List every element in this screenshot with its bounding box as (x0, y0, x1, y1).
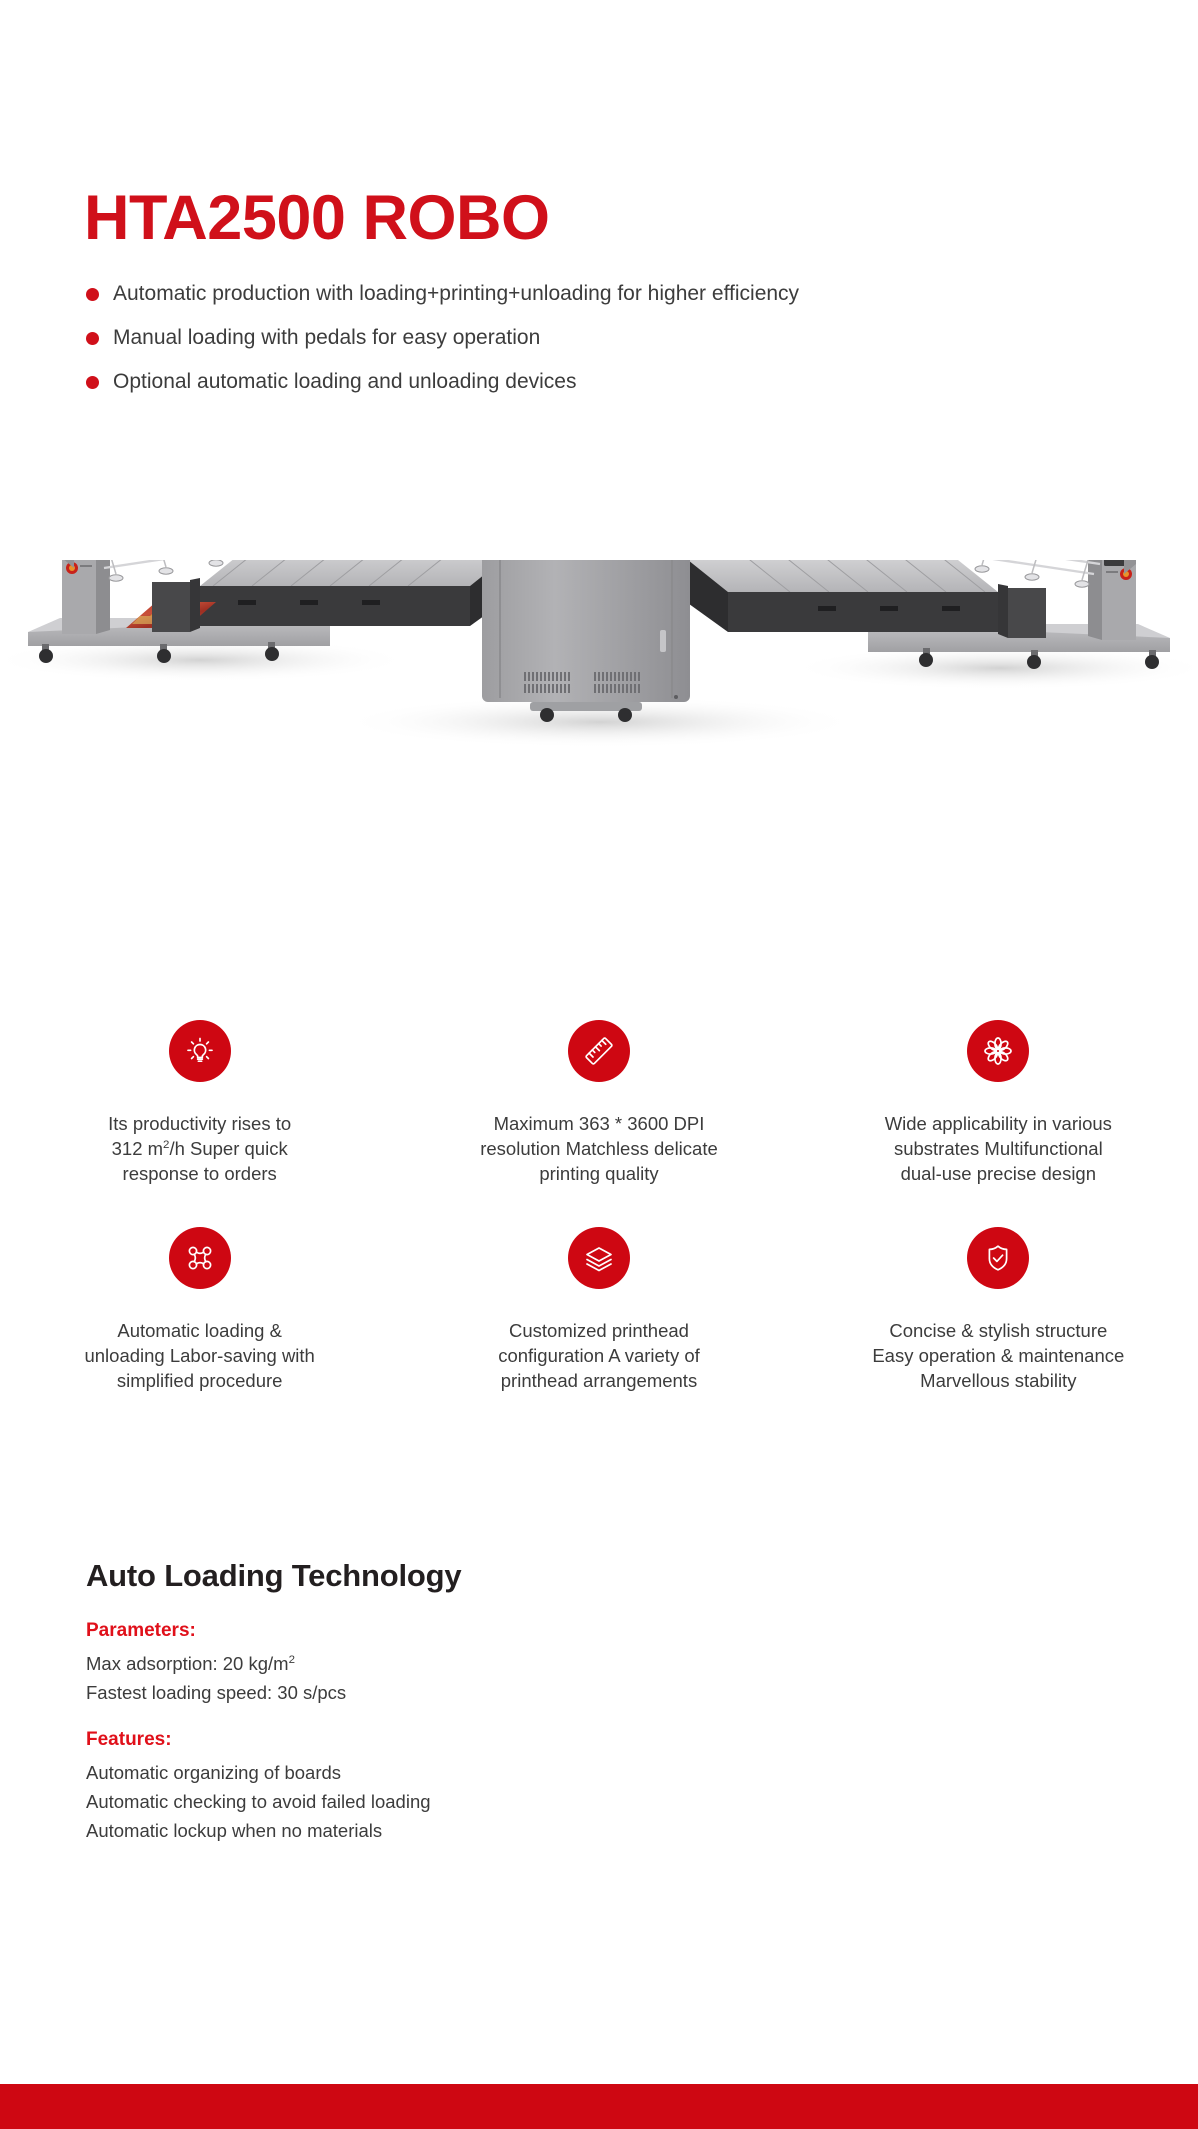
flower-icon (984, 1037, 1013, 1065)
lightbulb-icon (186, 1037, 213, 1063)
feature-line-2-pre: substrates Multifunctional (893, 1137, 1103, 1159)
feature-line-2-pre: unloading Labor-saving with (84, 1344, 315, 1366)
feature-icon-circle (567, 1020, 630, 1082)
feature-grid: Its productivity rises to 312 m2/h Super… (0, 1020, 1198, 1394)
feature-line-3: dual-use precise design (900, 1162, 1097, 1184)
feature-row-1: Its productivity rises to 312 m2/h Super… (0, 1020, 1198, 1187)
feature-icon-circle (967, 1226, 1030, 1289)
parameter-line: Fastest loading speed: 30 s/pcs (86, 1679, 986, 1708)
suction-frame-icon (188, 1246, 212, 1270)
feature-line-2-pre: resolution Matchless delicate (480, 1137, 718, 1159)
feature-card-auto-loading: Automatic loading & unloading Labor-savi… (0, 1226, 399, 1394)
bullet-dot-icon (86, 331, 99, 345)
parameter-superscript: 2 (288, 1653, 295, 1666)
feature-description: Automatic loading & unloading Labor-savi… (84, 1319, 314, 1394)
feature-description: Customized printhead configuration A var… (498, 1319, 700, 1394)
feature-icon-circle (967, 1020, 1030, 1082)
shield-check-icon (988, 1245, 1008, 1271)
feature-description: Maximum 363 * 3600 DPI resolution Matchl… (480, 1112, 718, 1187)
feature-line-3: printing quality (539, 1162, 659, 1184)
feature-card-printhead: Customized printhead configuration A var… (399, 1226, 798, 1394)
center-printer-body (482, 560, 690, 722)
feature-line: Automatic lockup when no materials (86, 1819, 383, 1841)
feature-card-applicability: Wide applicability in various substrates… (799, 1020, 1198, 1187)
feature-card-resolution: Maximum 363 * 3600 DPI resolution Matchl… (399, 1020, 798, 1187)
feature-line-1: Automatic loading & (117, 1319, 282, 1341)
list-item: Optional automatic loading and unloading… (86, 360, 1066, 404)
feature-line-3: response to orders (122, 1162, 277, 1184)
page-title: HTA2500 ROBO (84, 183, 550, 254)
bullet-dot-icon (86, 375, 99, 389)
bullet-label: Automatic production with loading+printi… (113, 282, 800, 306)
feature-line-1: Concise & stylish structure (889, 1319, 1108, 1341)
ruler-icon (585, 1037, 613, 1065)
machine-illustration (0, 560, 1198, 748)
feature-icon-circle (168, 1020, 231, 1082)
feature-description: Concise & stylish structure Easy operati… (872, 1319, 1124, 1394)
feature-line-1: Maximum 363 * 3600 DPI (493, 1113, 705, 1134)
feature-line-3: printhead arrangements (500, 1369, 698, 1391)
feature-icon-circle (168, 1226, 231, 1289)
right-unloading-unit (678, 560, 1170, 669)
feature-card-structure: Concise & stylish structure Easy operati… (799, 1226, 1198, 1394)
key-features-list: Automatic production with loading+printi… (86, 272, 1066, 404)
feature-line-3: Marvellous stability (920, 1369, 1077, 1391)
feature-line-2-pre: 312 m (111, 1137, 164, 1159)
parameter-text: Max adsorption: 20 kg/m (86, 1653, 289, 1674)
feature-line-2-pre: Easy operation & maintenance (872, 1344, 1125, 1366)
feature-description: Its productivity rises to 312 m2/h Super… (108, 1112, 291, 1187)
features-label: Features: (86, 1729, 172, 1751)
feature-line: Automatic checking to avoid failed loadi… (86, 1791, 431, 1813)
parameter-text: Fastest loading speed: 30 s/pcs (86, 1681, 347, 1703)
product-photo (0, 560, 1198, 980)
feature-line-2-post: /h Super quick (169, 1137, 288, 1159)
layers-icon (586, 1247, 612, 1272)
feature-line-1: Wide applicability in various (884, 1113, 1112, 1134)
parameters-label: Parameters: (86, 1620, 196, 1641)
list-item: Automatic production with loading+printi… (86, 272, 1066, 316)
bullet-dot-icon (86, 287, 99, 301)
feature-description: Wide applicability in various substrates… (885, 1112, 1112, 1187)
footer-accent-bar (0, 2084, 1198, 2129)
section-spacer (86, 1707, 986, 1729)
section-title: Auto Loading Technology (86, 1558, 462, 1593)
bullet-label: Optional automatic loading and unloading… (113, 370, 577, 394)
feature-card-productivity: Its productivity rises to 312 m2/h Super… (0, 1020, 399, 1187)
auto-loading-section: Auto Loading Technology Parameters: Max … (86, 1558, 986, 1845)
parameter-line: Max adsorption: 20 kg/m2 (86, 1650, 986, 1679)
feature-line-2-sup: 2 (163, 1138, 170, 1151)
feature-icon-circle (567, 1226, 630, 1289)
feature-line-3: simplified procedure (116, 1369, 283, 1391)
feature-line-1: Customized printhead (509, 1319, 689, 1341)
list-item: Manual loading with pedals for easy oper… (86, 316, 1066, 360)
feature-line-2-pre: configuration A variety of (498, 1344, 700, 1366)
feature-line-1: Its productivity rises to (108, 1113, 292, 1134)
feature-line: Automatic organizing of boards (86, 1762, 342, 1784)
feature-row-2: Automatic loading & unloading Labor-savi… (0, 1226, 1198, 1394)
bullet-label: Manual loading with pedals for easy oper… (113, 326, 541, 350)
